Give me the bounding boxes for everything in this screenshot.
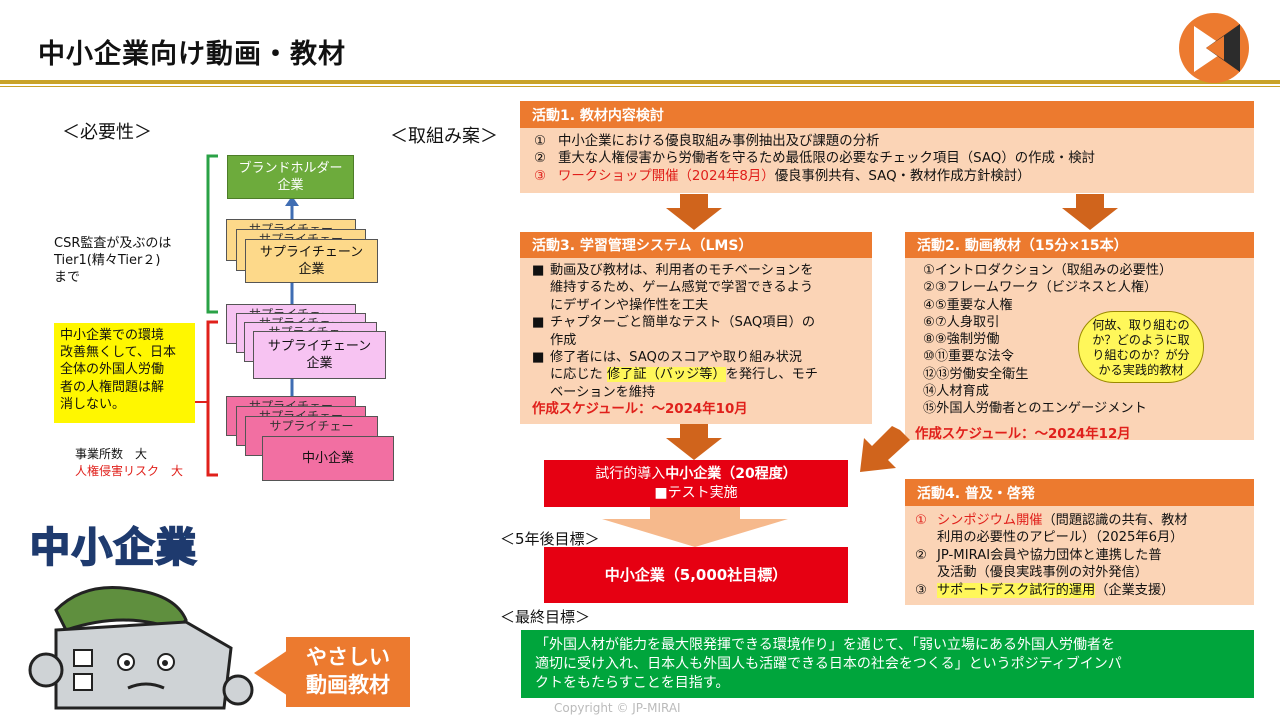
activity3-item-1: ■動画及び教材は、利用者のモチベーションを維持するため、ゲーム感覚で学習できるよ… [532, 263, 814, 313]
necessity-label: ＜必要性＞ [62, 122, 152, 143]
practical-material-callout: 何故、取り組むのか？どのように取り組むのか？が分かる実践的教材 [1078, 311, 1204, 383]
sme-necessity-note: 中小企業での環境改善無くして、日本全体の外国人労働者の人権問題は解消しない。 [54, 323, 195, 423]
arrow-left-icon [254, 650, 288, 696]
five-year-label: ＜5年後目標＞ [500, 530, 600, 548]
activity2-header: 活動2. 動画教材（15分×15本） [905, 232, 1254, 258]
activity2-item: ⑧⑨強制労働 [923, 332, 1000, 348]
pilot-box: 試行的導入中小企業（20程度） ■テスト実施 [544, 460, 848, 507]
final-goal-label: ＜最終目標＞ [500, 608, 591, 626]
activity2-schedule: 作成スケジュール：～2024年12月 [915, 427, 1131, 442]
activity3-item-3: ■修了者には、SAQのスコアや取り組み状況に応じた 修了証（バッジ等）を発行し、… [532, 350, 818, 400]
activity3-item-2: ■チャプターごと簡単なテスト（SAQ項目）の作成 [532, 315, 816, 348]
activity3-schedule: 作成スケジュール：～2024年10月 [532, 402, 748, 418]
sme-box: 中小企業 [262, 436, 394, 481]
brackets [206, 154, 218, 477]
activity2-item: ②③フレームワーク（ビジネスと人権） [923, 280, 1158, 296]
hierarchy-connector [285, 196, 299, 396]
activity2-item: ①イントロダクション（取組みの必要性） [923, 263, 1173, 278]
activity2-item: ⑭人材育成 [923, 384, 989, 400]
supplier-box-tier1: サプライチェーン企業 [245, 239, 378, 283]
title-divider-thin [0, 86, 1280, 87]
five-year-goal-box: 中小企業（5,000社目標） [544, 547, 848, 603]
copyright: Copyright © JP-MIRAI [554, 701, 681, 715]
supplier-box-tier2: サプライチェーン企業 [253, 331, 386, 379]
final-goal-box: 「外国人材が能力を最大限発揮できる環境作り」を通じて、「弱い立場にある外国人労働… [521, 630, 1254, 698]
jp-mirai-logo-icon [1179, 13, 1249, 83]
activity2-item: ⑩⑪重要な法令 [923, 349, 1014, 365]
brand-holder-box: ブランドホルダー企業 [227, 155, 354, 199]
activity3-header: 活動3. 学習管理システム（LMS） [520, 232, 872, 258]
title-divider [0, 80, 1280, 84]
arrow-down-icon [666, 194, 722, 230]
activity3-panel: 活動3. 学習管理システム（LMS） ■動画及び教材は、利用者のモチベーションを… [520, 232, 872, 424]
activity2-item: ⑫⑬労働安全衛生 [923, 366, 1029, 382]
activity2-item: ⑥⑦人身取引 [923, 314, 1000, 330]
activity2-item: ⑮外国人労働者とのエンゲージメント [923, 401, 1147, 417]
mascot-title: 中小企業 [29, 524, 198, 572]
arrow-down-large-icon [602, 507, 788, 547]
arrow-diagonal-icon [860, 426, 910, 472]
risk-notes: 事業所数 大 人権侵害リスク 大 [75, 447, 184, 478]
page-title: 中小企業向け動画・教材 [38, 39, 346, 70]
easy-video-label: やさしい動画教材 [286, 637, 410, 707]
activity2-item: ④⑤重要な人権 [923, 297, 1013, 313]
proposal-label: ＜取組み案＞ [390, 126, 498, 147]
activity1-header: 活動1. 教材内容検討 [520, 101, 1254, 128]
arrow-down-icon [666, 424, 722, 460]
arrow-down-icon [1062, 194, 1118, 230]
activity4-header: 活動4. 普及・啓発 [905, 479, 1254, 506]
mascot-building-icon [28, 586, 254, 710]
